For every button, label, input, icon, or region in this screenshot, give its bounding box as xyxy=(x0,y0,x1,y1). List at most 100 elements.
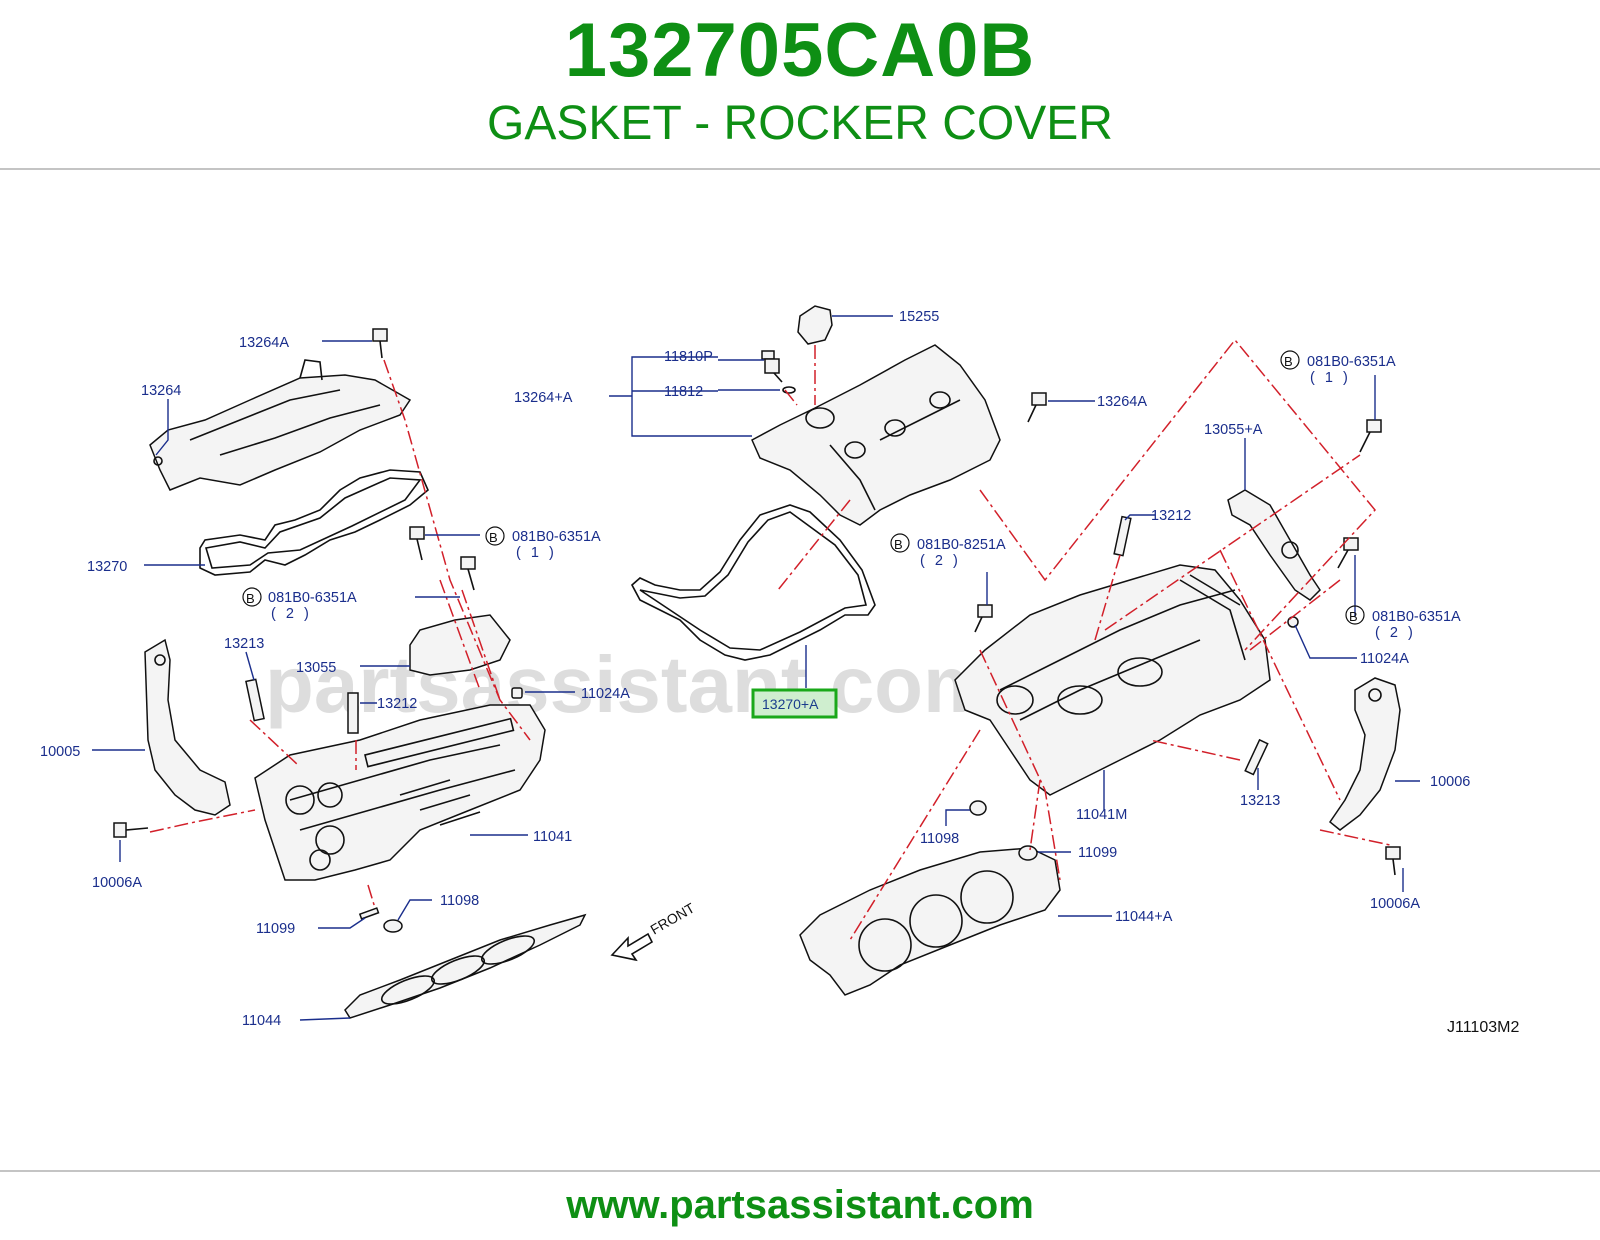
part-name-subtitle: GASKET - ROCKER COVER xyxy=(487,97,1113,150)
center-dash-lines xyxy=(777,345,851,591)
left-bolt-13264A-drawing xyxy=(372,328,388,359)
callout-13212-left[interactable]: 13212 xyxy=(377,696,417,712)
callout-11041[interactable]: 11041 xyxy=(533,829,572,845)
right-bolt-10006A-drawing xyxy=(1385,846,1401,876)
highlight-box xyxy=(751,688,838,719)
left-seal-11098-drawing xyxy=(383,919,403,933)
callout-11098-left[interactable]: 11098 xyxy=(440,893,479,909)
callout-081B0-6351A-1-right[interactable]: 081B0-6351A xyxy=(1307,354,1396,370)
front-arrow-icon xyxy=(610,932,654,962)
callout-13055A[interactable]: 13055+A xyxy=(1204,422,1263,438)
left-bolt-6351A-1-drawing xyxy=(409,526,425,561)
b-marker-label: B xyxy=(246,591,255,606)
footer-divider xyxy=(0,1170,1600,1172)
callout-081B0-6351A-1-left[interactable]: 081B0-6351A xyxy=(512,529,601,545)
right-bolt-13264A-drawing xyxy=(1027,392,1047,423)
front-label: FRONT xyxy=(648,899,698,937)
left-bolt-6351A-2-drawing xyxy=(460,556,476,591)
callout-11098-right[interactable]: 11098 xyxy=(920,831,959,847)
right-plate-13055A-drawing xyxy=(1227,489,1321,601)
left-head-gasket-drawing xyxy=(344,913,587,1019)
callout-13213-right[interactable]: 13213 xyxy=(1240,793,1280,809)
callout-13264-left[interactable]: 13264 xyxy=(141,383,181,399)
callout-10006A-left[interactable]: 10006A xyxy=(92,875,142,891)
callout-11099-right[interactable]: 11099 xyxy=(1078,845,1117,861)
header-divider xyxy=(0,168,1600,170)
callout-081B0-8251A-qty: ( 2 ) xyxy=(920,553,961,569)
callout-13264A-right[interactable]: 13264A xyxy=(1097,394,1147,410)
callout-11810P[interactable]: 11810P xyxy=(664,349,713,365)
right-rocker-cover-drawing xyxy=(751,344,1001,526)
callout-15255[interactable]: 15255 xyxy=(899,309,939,325)
callout-11044A[interactable]: 11044+A xyxy=(1115,909,1173,925)
left-seal-11024A-drawing xyxy=(511,687,523,699)
callout-11024A-right[interactable]: 11024A xyxy=(1360,651,1409,667)
b-marker-icon xyxy=(1280,350,1300,370)
header: 132705CA0B GASKET - ROCKER COVER xyxy=(0,0,1600,168)
footer-url[interactable]: www.partsassistant.com xyxy=(566,1183,1034,1227)
left-leader-lines xyxy=(92,340,575,1021)
right-leader-lines xyxy=(945,375,1420,917)
left-bolt-10006A-drawing xyxy=(113,822,149,838)
oil-cap-15255-drawing xyxy=(797,305,833,345)
callout-13213-left[interactable]: 13213 xyxy=(224,636,264,652)
callout-13264A-left[interactable]: 13264A xyxy=(239,335,289,351)
right-head-gasket-11044A-drawing xyxy=(799,847,1061,996)
callout-081B0-6351A-2-left-qty: ( 2 ) xyxy=(271,606,312,622)
callout-081B0-6351A-2-right-qty: ( 2 ) xyxy=(1375,625,1416,641)
right-seal-11098-drawing xyxy=(969,800,987,816)
b-marker-icon xyxy=(1345,605,1365,625)
right-dash-lines xyxy=(849,338,1391,941)
callout-10006[interactable]: 10006 xyxy=(1430,774,1470,790)
left-bracket-drawing xyxy=(144,638,231,816)
pcv-valve-11810P-drawing xyxy=(761,350,783,383)
b-marker-label: B xyxy=(1349,609,1358,624)
right-bracket-10006-drawing xyxy=(1328,677,1401,831)
o-ring-11812-drawing xyxy=(782,386,796,394)
right-bolt-6351A-1-drawing xyxy=(1359,419,1382,453)
b-marker-icon xyxy=(242,587,262,607)
callout-11024A-left[interactable]: 11024A xyxy=(581,686,630,702)
left-rocker-gasket-drawing xyxy=(199,469,429,576)
left-rocker-cover-drawing xyxy=(149,359,412,491)
right-dowel-13213-drawing xyxy=(1244,738,1269,776)
callout-081B0-6351A-2-right[interactable]: 081B0-6351A xyxy=(1372,609,1461,625)
part-number-title: 132705CA0B xyxy=(564,8,1036,93)
callout-081B0-6351A-2-left[interactable]: 081B0-6351A xyxy=(268,590,357,606)
callout-11041M[interactable]: 11041M xyxy=(1076,807,1127,823)
left-plate-13055-drawing xyxy=(409,614,511,676)
b-marker-label: B xyxy=(489,530,498,545)
bracket-hole xyxy=(154,654,166,666)
center-leader-lines xyxy=(609,315,1095,688)
left-pin-11099-drawing xyxy=(358,907,380,920)
callout-13264A-plus[interactable]: 13264+A xyxy=(514,390,573,406)
left-cylinder-head-drawing xyxy=(254,704,546,881)
left-dash-lines xyxy=(149,359,531,909)
b-marker-icon xyxy=(485,526,505,546)
right-dowel-13212-drawing xyxy=(1113,515,1132,557)
callout-13270[interactable]: 13270 xyxy=(87,559,127,575)
callout-10005[interactable]: 10005 xyxy=(40,744,80,760)
right-seal-11099-drawing xyxy=(1018,845,1038,861)
callout-13270A-highlight[interactable]: 13270+A xyxy=(762,696,819,712)
callout-081B0-8251A[interactable]: 081B0-8251A xyxy=(917,537,1006,553)
callout-10006A-right[interactable]: 10006A xyxy=(1370,896,1420,912)
callout-11044[interactable]: 11044 xyxy=(242,1013,281,1029)
callout-081B0-6351A-1-right-qty: ( 1 ) xyxy=(1310,370,1351,386)
callout-11099-left[interactable]: 11099 xyxy=(256,921,295,937)
callout-13212-right[interactable]: 13212 xyxy=(1151,508,1191,524)
left-dowel-13213-drawing xyxy=(245,678,265,722)
highlighted-gasket-13270A-drawing xyxy=(630,504,876,661)
b-marker-label: B xyxy=(1284,354,1293,369)
callout-11812[interactable]: 11812 xyxy=(664,384,703,400)
right-cylinder-head-drawing xyxy=(954,564,1271,796)
left-dowel-13212-drawing xyxy=(347,692,359,734)
callout-13055[interactable]: 13055 xyxy=(296,660,336,676)
b-marker-label: B xyxy=(894,537,903,552)
right-bolt-6351A-2-drawing xyxy=(1337,537,1359,569)
diagram-reference-code: J11103M2 xyxy=(1447,1019,1519,1036)
callout-081B0-6351A-1-left-qty: ( 1 ) xyxy=(516,545,557,561)
plate-hole xyxy=(1281,541,1299,559)
watermark: partsassistant.com xyxy=(265,640,994,729)
